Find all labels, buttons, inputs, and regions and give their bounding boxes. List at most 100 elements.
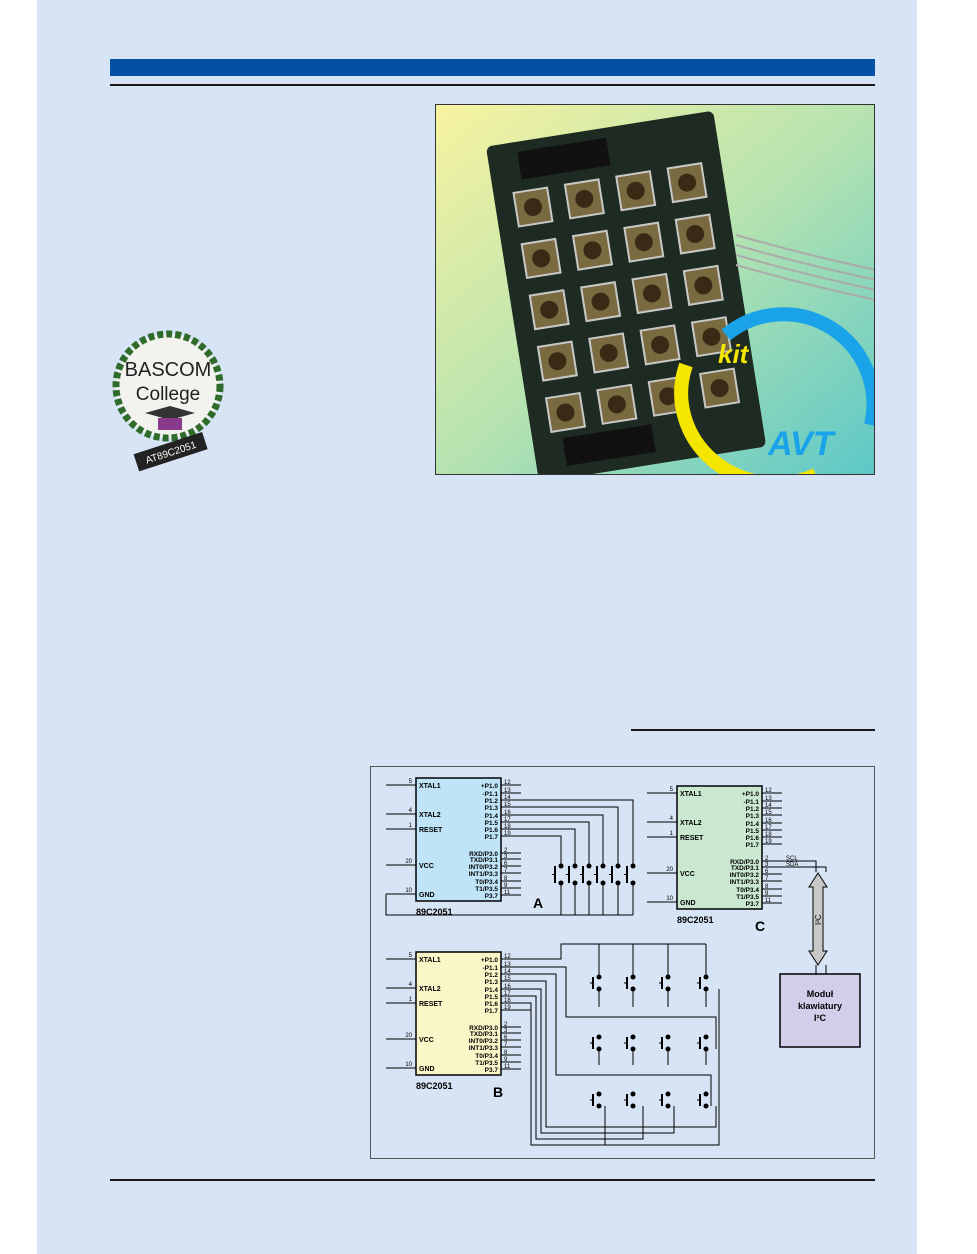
pin-label: P1.2	[485, 972, 499, 979]
pin-label: T1/P3.5	[475, 1060, 498, 1067]
pin-number: 13	[504, 788, 511, 794]
pin-label: RXD/P3.0	[730, 859, 759, 866]
pin-label: RXD/P3.0	[469, 851, 498, 858]
pushbutton-switch	[697, 974, 709, 992]
avt-blue-arc	[721, 307, 874, 426]
pin-number: 3	[504, 1028, 508, 1034]
pushbutton-switch	[624, 974, 636, 992]
header-rule	[110, 84, 875, 86]
pushbutton-switch	[590, 974, 602, 992]
pin-label: P3.7	[485, 1067, 499, 1074]
pin-label: P1.4	[746, 821, 760, 828]
pin-label: P1.2	[746, 806, 760, 813]
pushbutton-switch	[566, 863, 578, 886]
pin-number: 9	[504, 883, 508, 889]
pin-number: 12	[504, 780, 511, 786]
pin-label: +P1.0	[481, 783, 499, 790]
pin-label: T0/P3.4	[475, 1053, 498, 1060]
pin-label: GND	[419, 892, 435, 899]
bascom-college-logo: BASCOM College AT89C2051	[110, 328, 226, 478]
pin-label: RESET	[419, 1001, 443, 1008]
pin-label: P1.2	[485, 798, 499, 805]
pin-number: 16	[765, 818, 772, 824]
pin-number: 20	[405, 859, 412, 865]
pin-number: 16	[504, 810, 511, 816]
pin-label: T0/P3.4	[736, 887, 759, 894]
pin-number: 7	[504, 868, 508, 874]
pin-number: 18	[504, 998, 511, 1004]
pin-number: 20	[666, 867, 673, 873]
pin-number: 10	[405, 888, 412, 894]
pin-number: 7	[765, 876, 769, 882]
pin-number: 5	[409, 779, 413, 785]
pin-label: INT1/P3.3	[469, 1045, 499, 1052]
pin-number: 4	[670, 816, 674, 822]
pin-label: RESET	[680, 835, 704, 842]
pin-label: T0/P3.4	[475, 879, 498, 886]
pin-label: XTAL1	[419, 783, 441, 790]
pushbutton-switch	[624, 1091, 636, 1109]
pin-number: 13	[765, 796, 772, 802]
pin-number: 9	[765, 891, 769, 897]
pin-label: VCC	[680, 871, 695, 878]
pin-label: INT0/P3.2	[730, 872, 760, 879]
pin-number: 13	[504, 962, 511, 968]
pushbutton-switch	[659, 974, 671, 992]
chip-A: 5XTAL14XTAL21RESET20VCC10GND12+P1.013-P1…	[386, 777, 543, 917]
pin-number: 2	[765, 856, 769, 862]
pushbutton-switch	[580, 863, 592, 886]
pin-label: VCC	[419, 1037, 434, 1044]
pin-label: XTAL1	[680, 791, 702, 798]
module-line1: Moduł	[807, 989, 834, 999]
footer-rule	[110, 1179, 875, 1181]
module-line3: I²C	[814, 1013, 826, 1023]
pin-number: 11	[504, 1064, 511, 1070]
chip-C: 5XTAL14XTAL21RESET20VCC10GND12+P1.013-P1…	[647, 785, 782, 934]
kit-logo-text: kit	[718, 339, 750, 369]
pin-label: XTAL1	[419, 957, 441, 964]
pin-label: XTAL2	[419, 986, 441, 993]
pin-label: P1.6	[746, 835, 760, 842]
pushbutton-switch	[609, 863, 621, 886]
pin-label: -P1.1	[482, 791, 498, 798]
avt-yellow-arc	[674, 362, 816, 474]
pin-label: P3.7	[746, 901, 760, 908]
pin-label: P1.4	[485, 987, 499, 994]
pushbutton-switch	[697, 1091, 709, 1109]
pin-number: 19	[765, 839, 772, 845]
pin-number: 4	[409, 808, 413, 814]
pin-number: 11	[765, 898, 772, 904]
pin-number: 14	[504, 969, 511, 975]
pin-label: P1.4	[485, 813, 499, 820]
pin-number: 19	[504, 1005, 511, 1011]
pin-number: 6	[504, 1035, 508, 1041]
pin-number: 12	[765, 788, 772, 794]
pin-number: 1	[409, 997, 413, 1003]
pin-label: XTAL2	[680, 820, 702, 827]
pin-number: 19	[504, 831, 511, 837]
pushbutton-switch	[590, 1091, 602, 1109]
pin-label: P1.7	[746, 842, 760, 849]
logo-text-bascom: BASCOM	[125, 359, 212, 381]
pin-number: 2	[504, 1022, 508, 1028]
pin-label: P1.6	[485, 827, 499, 834]
pin-label: INT1/P3.3	[730, 879, 760, 886]
logo-text-college: College	[136, 384, 200, 405]
schematic-svg: 5XTAL14XTAL21RESET20VCC10GND12+P1.013-P1…	[385, 777, 861, 1146]
pin-label: P1.3	[485, 979, 499, 986]
pin-number: 2	[504, 848, 508, 854]
pin-number: 12	[504, 954, 511, 960]
pin-number: 17	[504, 817, 511, 823]
pin-number: 11	[504, 890, 511, 896]
pin-label: P1.5	[485, 994, 499, 1001]
chip-part-number: 89C2051	[416, 1081, 453, 1091]
pin-label: T1/P3.5	[475, 886, 498, 893]
pin-number: 10	[405, 1062, 412, 1068]
header-bar	[110, 59, 875, 76]
pin-label: XTAL2	[419, 812, 441, 819]
pin-number: 9	[504, 1057, 508, 1063]
pushbutton-switch	[659, 1034, 671, 1052]
pin-label: RXD/P3.0	[469, 1025, 498, 1032]
pin-number: 4	[409, 982, 413, 988]
pin-label: TXD/P3.1	[470, 1031, 499, 1038]
